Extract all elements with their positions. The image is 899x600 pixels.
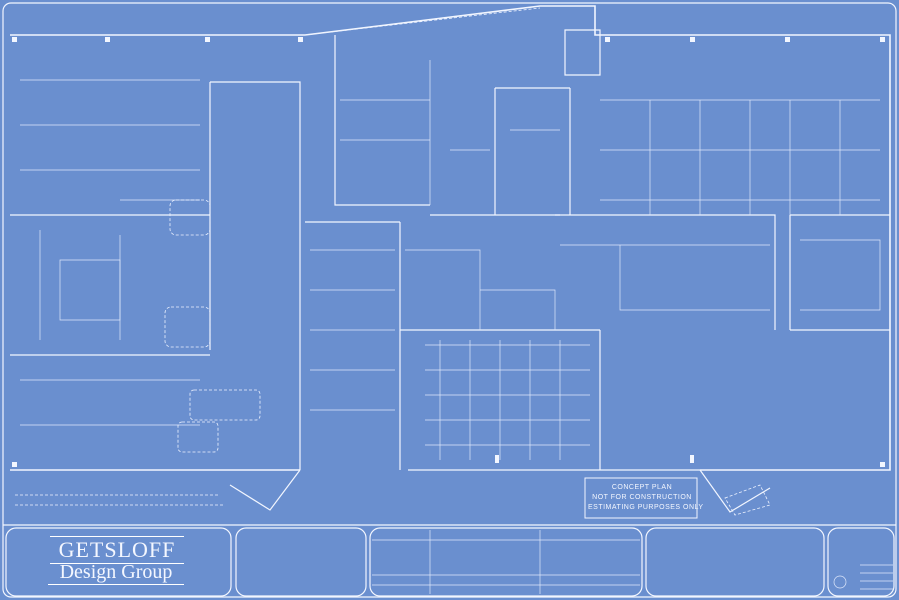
room-partitions: [20, 60, 881, 426]
notice-line2: NOT FOR CONSTRUCTION: [592, 494, 692, 501]
firm-name-line2: Design Group: [48, 561, 184, 585]
notice-line1: CONCEPT PLAN: [611, 484, 673, 491]
structural-columns: [12, 37, 885, 467]
title-block: [3, 524, 896, 597]
building-outline: [10, 5, 891, 513]
concept-plan-notice: CONCEPT PLAN NOT FOR CONSTRUCTION ESTIMA…: [588, 483, 704, 513]
notice-box: [584, 477, 698, 519]
dashed-features: [15, 7, 771, 516]
notice-line3: ESTIMATING PURPOSES ONLY: [588, 504, 704, 511]
firm-name-line1: GETSLOFF: [50, 536, 184, 564]
seating-area: [425, 340, 590, 460]
